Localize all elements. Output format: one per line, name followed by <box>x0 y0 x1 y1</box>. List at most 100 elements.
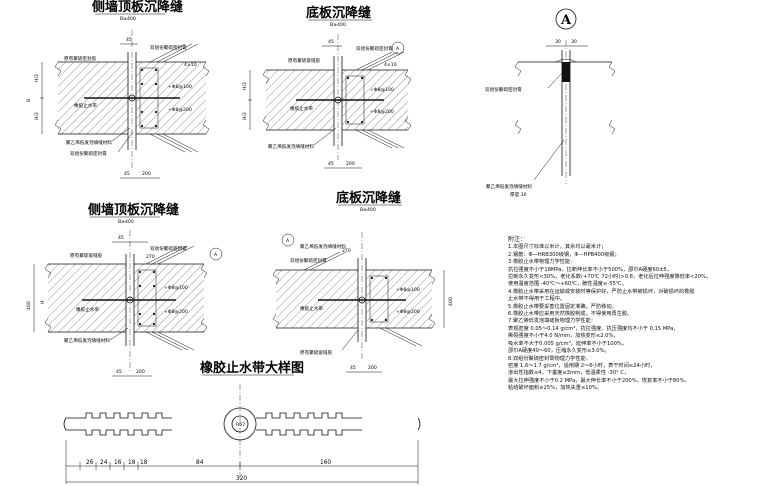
dim-bot-200-3: 200 <box>136 369 145 375</box>
rebar-label-2-2: +Φ8@200 <box>370 109 394 115</box>
dim-45-2: 45 <box>328 39 334 45</box>
note-line: 3.橡胶止水带物理力学性能： <box>508 259 576 266</box>
label-left-1-3: 原有聚硫嵌缝胶 <box>70 252 103 259</box>
dim-bot-45-4: 45 <box>350 365 356 371</box>
marker-a-2: A <box>396 46 400 52</box>
label-left-4: 双组份聚硫密封膏 <box>70 150 107 157</box>
label-left-2-4: 橡胶止水带 <box>300 305 323 312</box>
note-line: 使用温度范围 -40℃～+60℃，脆性温度≤-55℃。 <box>508 281 627 288</box>
dim-24: 24 <box>100 460 108 466</box>
dim-45: 45 <box>126 37 132 43</box>
title-wall-top-slab: 侧墙顶板沉降缝 <box>92 0 183 15</box>
dim-b400-4: B≥400 <box>360 207 376 213</box>
dim-4x10-2: 4×10 <box>384 62 397 68</box>
note-line: 最大拉伸强度不小于0.2 MPa，最大伸长率不小于200%，恢复率不小于80%， <box>508 377 690 384</box>
dim-45-3: 45 <box>118 235 124 241</box>
detail-a: A 30 30 双组份聚硫密封膏 聚乙烯低发泡填缝材料 厚度 30 <box>485 8 616 198</box>
detail-a-label-2: 聚乙烯低发泡填缝材料 <box>486 183 532 190</box>
label-left-1-4: 聚乙烯低发泡填缝材料 <box>300 243 346 250</box>
label-left-3-2: 聚乙烯低发泡填缝材料 <box>268 143 314 150</box>
note-line: 7.聚乙烯低发泡填缝板物理力学性能： <box>508 318 596 325</box>
dim-26: 26 <box>86 460 94 466</box>
dim-bot-200-4: 200 <box>368 365 377 371</box>
dim-18b: 18 <box>140 460 148 466</box>
note-line: 4.橡胶止水带采用在运输或安装时等保护好，严防止水带被损坏，对破损坏的橡胶 <box>508 288 695 295</box>
dim-bot-45-2: 45 <box>328 161 334 167</box>
dim-b400: B≥400 <box>120 16 136 22</box>
dim-bot-200-2: 200 <box>346 161 355 167</box>
label-left-3-4: 原有聚硫嵌缝胶 <box>300 349 333 356</box>
dim-16: 16 <box>114 460 122 466</box>
note-line: 1.本图尺寸标准以米计，其余均以毫米计； <box>508 244 607 251</box>
note-line: 渗出性指数≤4，下垂度≤3mm，低温柔性 -30° C， <box>508 370 630 377</box>
dim-bot-45: 45 <box>124 171 130 177</box>
rebar-label-1: +Φ8@100 <box>168 84 192 90</box>
dim-h2-d: H/2 <box>242 112 248 120</box>
label-right-sealant-4: 双组份聚硫密封膏 <box>290 257 327 264</box>
label-left-3: 聚乙烯低发泡填缝材料 <box>66 139 112 146</box>
dim-bot-200: 200 <box>142 171 151 177</box>
dim-270-3: 270 <box>146 254 155 260</box>
notes-block: 附注： 1.本图尺寸标准以米计，其余均以毫米计； 2.钢筋：Φ—HRB300级钢… <box>508 236 756 393</box>
note-line: 止水带不得用于工程中。 <box>508 296 566 303</box>
dim-h2-c: H/2 <box>242 82 248 90</box>
dim-320: 320 <box>236 476 247 482</box>
marker-a-4: A <box>286 238 290 244</box>
detail-a-marker: A <box>560 13 572 28</box>
note-line: 表观密度 0.05～0.14 g/cm³，抗拉强度、抗压强度均不小于 0.15 … <box>508 325 679 332</box>
dim-160: 160 <box>320 460 331 466</box>
rebar-label-1-2: +Φ8@100 <box>370 87 394 93</box>
detail-rubber-waterstop: 橡胶止水带大样图 R67 26 24 16 18 18 84 160 320 <box>63 360 421 484</box>
dim-h-3: H <box>40 301 46 304</box>
rebar-label-2: +Φ8@200 <box>168 107 192 113</box>
label-right-sealant: 双组份聚硫密封膏 <box>150 44 187 51</box>
dim-30-b: 30 <box>571 39 577 45</box>
note-line: 邵尔A硬度40～60，压缩永久变形≤3.0%。 <box>508 348 610 355</box>
note-line: 8.双组份聚硫密封膏物理力学性能： <box>508 355 591 362</box>
label-right-sealant-2: 双组份聚硫密封膏 <box>356 45 393 52</box>
dim-18a: 18 <box>128 460 136 466</box>
note-line: 6.橡胶止水带应采用天然橡胶制成，不得使用再生胶。 <box>508 311 633 318</box>
detail-wall-top-slab-2: 侧墙顶板沉降缝 B≥400 45 270 +Φ8@ <box>26 202 223 377</box>
dim-400-4: 400 <box>448 297 454 306</box>
label-right-sealant-3: 双组份聚硫密封膏 <box>150 245 187 252</box>
title-bottom-slab-2: 底板沉降缝 <box>336 190 401 206</box>
note-line: 撕裂强度不小于4.0 N/mm，加热变形≤2.0%， <box>508 333 619 340</box>
dim-270-4: 270 <box>342 248 351 254</box>
marker-a-3: A <box>214 252 218 258</box>
detail-wall-top-slab: 侧墙顶板沉降缝 B≥400 45 <box>26 0 210 179</box>
dim-b400-2: B≥400 <box>330 22 346 28</box>
title-wall-top-slab-2: 侧墙顶板沉降缝 <box>88 202 179 218</box>
dim-h2-a: H/2 <box>34 74 40 82</box>
rebar-label-2-4: +Φ8@200 <box>396 309 420 315</box>
note-line: 拉断永久变形<30%，老化系数(+70℃ 72小时)>0.8，老化后拉伸强度降低… <box>508 274 712 281</box>
dim-h2-b: H/2 <box>34 112 40 120</box>
note-line: 5.橡胶止水带要妥善位置固定准确，严防移动。 <box>508 303 617 310</box>
detail-bottom-slab: 底板沉降缝 B≥400 45 4×10 +Φ8@100 +Φ8@200 <box>242 5 412 169</box>
detail-a-thickness: 厚度 30 <box>510 191 527 198</box>
detail-a-label-1: 双组份聚硫密封膏 <box>485 86 522 93</box>
label-left-1: 原有聚硫密封胶 <box>64 55 97 62</box>
dim-4x10: 4×10 <box>184 62 197 68</box>
note-line: 粘结破坏面积≤25%，加热失重≤10%。 <box>508 385 603 392</box>
detail-bottom-slab-2: 底板沉降缝 B≥400 A 270 +Φ8@100 +Φ8@200 聚乙烯低发泡… <box>272 190 454 373</box>
note-line: 密度 1.6～1.7 g/cm³，适用期 2～6小时，表干时间≤24小时， <box>508 362 656 369</box>
label-left-2-3: 橡胶止水带 <box>76 306 99 313</box>
dim-b: B <box>26 99 32 102</box>
rebar-label-1-4: +Φ8@100 <box>396 287 420 293</box>
notes-heading: 附注： <box>508 236 527 243</box>
label-left-3-3: 聚乙烯低发泡填缝材料 <box>64 337 110 344</box>
dim-bot-45-3: 45 <box>116 369 122 375</box>
rebar-label-1-3: +Φ8@100 <box>164 285 188 291</box>
dim-84: 84 <box>196 460 204 466</box>
label-left-1-2: 原有聚硫嵌缝胶 <box>288 57 321 64</box>
title-bottom-slab: 底板沉降缝 <box>306 5 371 21</box>
dim-b400-3: B≥400 <box>118 219 134 225</box>
dim-400-3: 400 <box>26 301 32 310</box>
note-line: 抗拉强度不小于18MPa，拉断伸长率不小于500%，邵尔A硬度60±5， <box>508 266 672 273</box>
label-left-2: 橡胶止水带 <box>74 102 97 109</box>
note-line: 吸水率不大于0.005 g/cm³，延伸率不小于100%， <box>508 340 627 347</box>
label-left-2-2: 橡胶止水带 <box>290 105 313 112</box>
rebar-label-2-3: +Φ8@200 <box>164 309 188 315</box>
